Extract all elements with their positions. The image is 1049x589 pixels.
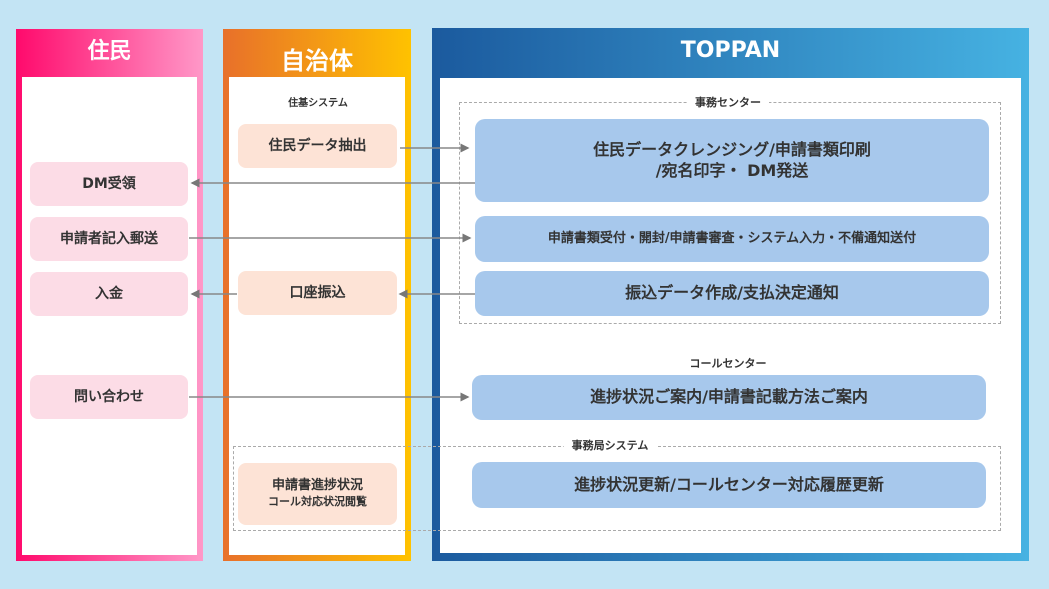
data-cleansing-box: 住民データクレンジング/申請書類印刷 /宛名印字・ DM発送 bbox=[475, 119, 989, 202]
office-center-label: 事務センター bbox=[687, 94, 769, 110]
inquiry-box: 問い合わせ bbox=[30, 375, 188, 419]
data-cleansing-line2: /宛名印字・ DM発送 bbox=[655, 160, 809, 180]
progress-line1: 申請書進捗状況 bbox=[271, 478, 363, 494]
status-update-box: 進捗状況更新/コールセンター対応履歴更新 bbox=[472, 462, 986, 508]
dm-receipt-box: DM受領 bbox=[30, 162, 188, 206]
account-transfer-box: 口座振込 bbox=[238, 271, 397, 315]
resident-data-extract-box: 住民データ抽出 bbox=[238, 124, 397, 168]
transfer-data-box: 振込データ作成/支払決定通知 bbox=[475, 271, 989, 316]
application-processing-box: 申請書類受付・開封/申請書審査・システム入力・不備通知送付 bbox=[475, 216, 989, 262]
toppan-header: TOPPAN bbox=[680, 38, 781, 63]
applicant-mailing-box: 申請者記入郵送 bbox=[30, 217, 188, 261]
progress-view-box: 申請書進捗状況 コール対応状況閲覧 bbox=[238, 463, 397, 525]
municipality-header: 自治体 bbox=[281, 47, 353, 75]
data-cleansing-line1: 住民データクレンジング/申請書類印刷 bbox=[593, 139, 871, 159]
office-system-label: 事務局システム bbox=[563, 437, 657, 453]
resident-header: 住民 bbox=[87, 39, 132, 64]
progress-line2: コール対応状況閲覧 bbox=[268, 495, 367, 509]
call-center-label: コールセンター bbox=[681, 355, 775, 371]
payment-received-box: 入金 bbox=[30, 272, 188, 316]
juki-system-label: 住基システム bbox=[280, 94, 356, 109]
call-center-box: 進捗状況ご案内/申請書記載方法ご案内 bbox=[472, 375, 986, 420]
